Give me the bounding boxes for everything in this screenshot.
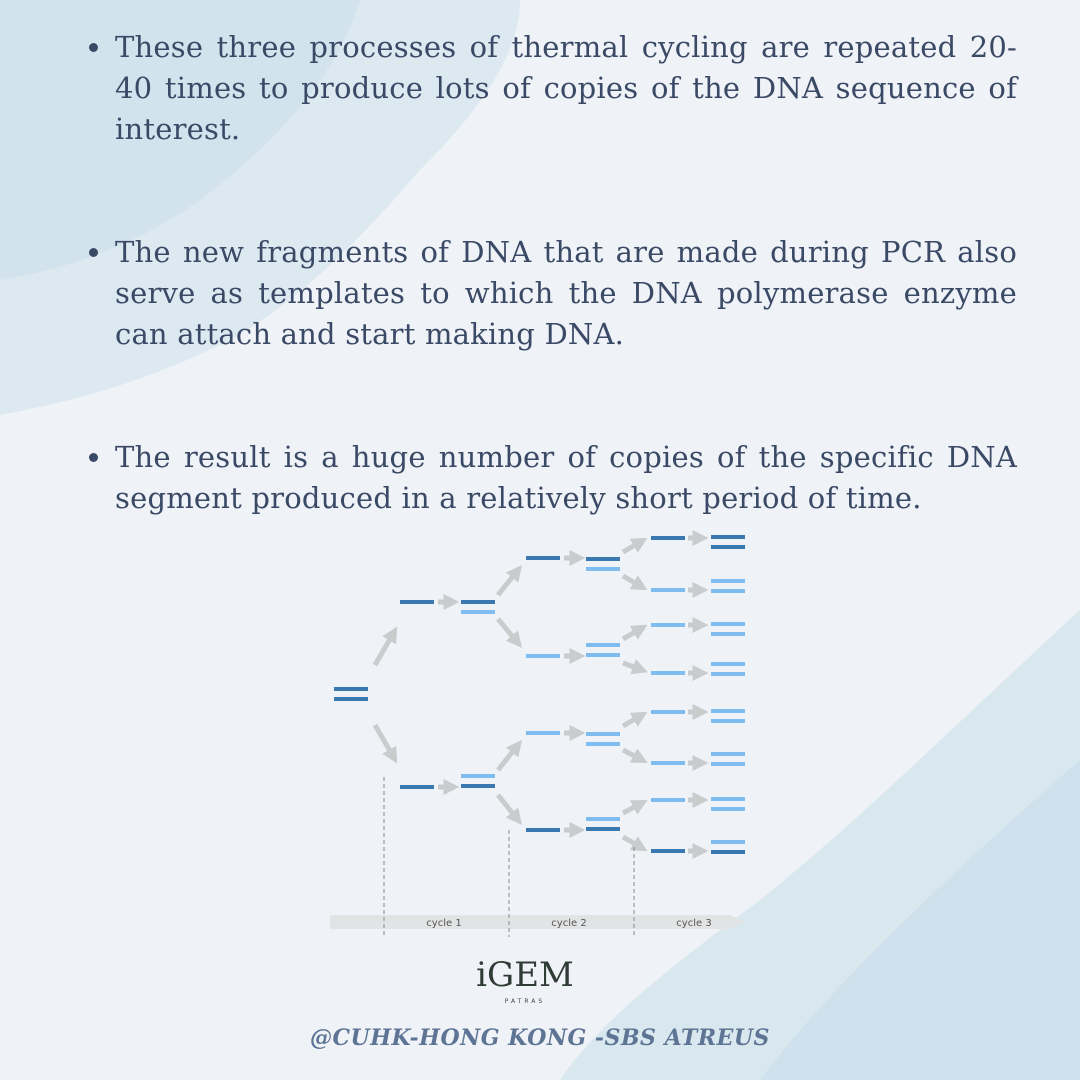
dna-single-strand xyxy=(526,731,560,735)
dna-double-strand-top xyxy=(711,840,745,844)
dna-double-strand-top xyxy=(586,817,620,821)
footer-handle: @CUHK-HONG KONG -SBS ATREUS xyxy=(310,1025,770,1051)
cycle-label: cycle 2 xyxy=(551,918,586,929)
dna-single-strand xyxy=(651,536,685,540)
dna-double-strand-bottom xyxy=(711,719,745,723)
pcr-amplification-diagram: cycle 1 cycle 2 cycle 3 xyxy=(330,529,746,937)
dna-double-strand-top xyxy=(711,622,745,626)
flow-arrow xyxy=(622,659,649,675)
dna-double-strand-bottom xyxy=(711,850,745,854)
bullet-result: The result is a huge number of copies of… xyxy=(89,437,1017,519)
dna-double-strand-bottom xyxy=(461,784,495,788)
dna-double-strand-top xyxy=(586,732,620,736)
dna-single-strand xyxy=(526,556,560,560)
dna-double-strand-bottom xyxy=(711,672,745,676)
igem-logo: iGEM PATRAS xyxy=(470,955,580,1015)
cycle-label: cycle 3 xyxy=(676,918,711,929)
flow-arrow xyxy=(372,723,398,764)
dna-double-strand-bottom xyxy=(711,807,745,811)
dna-single-strand xyxy=(651,761,685,765)
dna-double-strand-top xyxy=(711,709,745,713)
flow-arrow xyxy=(621,800,648,816)
flow-arrow xyxy=(496,617,523,648)
dna-single-strand xyxy=(400,785,434,789)
dna-double-strand-bottom xyxy=(586,567,620,571)
flow-arrow xyxy=(621,537,648,555)
dna-double-strand-top xyxy=(461,600,495,604)
cycle-label: cycle 1 xyxy=(426,918,461,929)
dna-double-strand-bottom xyxy=(586,827,620,831)
dna-double-strand-bottom xyxy=(334,697,368,701)
dna-single-strand xyxy=(651,849,685,853)
flow-arrow xyxy=(621,573,648,591)
timeline-arrow xyxy=(330,915,746,929)
dna-double-strand-top xyxy=(711,797,745,801)
dna-single-strand xyxy=(651,798,685,802)
dna-double-strand-bottom xyxy=(461,610,495,614)
dna-single-strand xyxy=(526,828,560,832)
dna-double-strand-top xyxy=(586,643,620,647)
dna-double-strand-bottom xyxy=(711,589,745,593)
bullet-new-fragments: The new fragments of DNA that are made d… xyxy=(89,232,1017,355)
dna-double-strand-top xyxy=(586,557,620,561)
dna-double-strand-top xyxy=(461,774,495,778)
flow-arrow xyxy=(496,793,522,825)
dna-single-strand xyxy=(651,671,685,675)
flow-arrow xyxy=(621,624,648,642)
bullet-thermal-cycling: These three processes of thermal cycling… xyxy=(89,27,1017,150)
dna-double-strand-top xyxy=(711,579,745,583)
flow-arrow xyxy=(372,626,398,667)
dna-single-strand xyxy=(526,654,560,658)
dna-single-strand xyxy=(651,623,685,627)
dna-double-strand-bottom xyxy=(586,653,620,657)
dna-double-strand-bottom xyxy=(711,762,745,766)
dna-single-strand xyxy=(651,588,685,592)
flow-arrow xyxy=(621,834,648,852)
logo-subtext: PATRAS xyxy=(504,998,546,1005)
dna-single-strand xyxy=(651,710,685,714)
dna-double-strand-top xyxy=(334,687,368,691)
dna-double-strand-bottom xyxy=(711,545,745,549)
flow-arrow xyxy=(496,565,522,597)
flow-arrow xyxy=(621,747,648,763)
dna-double-strand-bottom xyxy=(711,632,745,636)
flow-arrow xyxy=(496,740,522,772)
bullet-list: These three processes of thermal cycling… xyxy=(89,27,1017,519)
dna-single-strand xyxy=(400,600,434,604)
dna-double-strand-top xyxy=(711,752,745,756)
dna-double-strand-top xyxy=(711,535,745,539)
flow-arrow xyxy=(621,711,648,729)
dna-double-strand-bottom xyxy=(586,742,620,746)
logo-wordmark: iGEM xyxy=(476,955,574,995)
dna-double-strand-top xyxy=(711,662,745,666)
